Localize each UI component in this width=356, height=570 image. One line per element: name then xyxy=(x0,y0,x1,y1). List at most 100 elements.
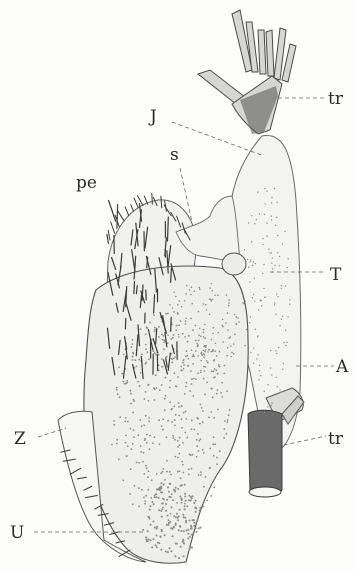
stipple-dot xyxy=(121,373,123,375)
stipple-dot xyxy=(131,343,133,345)
stipple-dot xyxy=(130,393,132,395)
stipple-dot xyxy=(233,353,235,355)
stipple-dot xyxy=(190,525,192,527)
stipple-dot xyxy=(171,506,173,508)
stipple-dot xyxy=(153,538,155,540)
stipple-dot xyxy=(147,351,149,353)
stipple-dot xyxy=(147,400,149,402)
stipple-dot xyxy=(175,296,177,298)
stipple-dot xyxy=(252,265,253,266)
stipple-dot xyxy=(277,252,278,253)
stipple-dot xyxy=(208,416,210,418)
stipple-dot xyxy=(188,495,190,497)
stipple-dot xyxy=(260,300,261,301)
stipple-dot xyxy=(126,455,128,457)
stipple-dot xyxy=(223,428,225,430)
stipple-dot xyxy=(229,409,231,411)
stipple-dot xyxy=(188,499,190,501)
stipple-dot xyxy=(158,509,160,511)
stipple-dot xyxy=(190,294,192,296)
stipple-dot xyxy=(163,340,165,342)
stipple-dot xyxy=(224,365,226,367)
stipple-dot xyxy=(163,341,165,343)
stipple-dot xyxy=(113,424,115,426)
stipple-dot xyxy=(214,350,216,352)
stipple-dot xyxy=(248,346,249,347)
stipple-dot xyxy=(200,438,202,440)
stipple-dot xyxy=(164,534,166,536)
stipple-dot xyxy=(148,384,150,386)
stipple-dot xyxy=(179,437,181,439)
stipple-dot xyxy=(156,535,158,537)
stipple-dot xyxy=(182,362,184,364)
stipple-dot xyxy=(257,335,258,336)
stipple-dot xyxy=(174,419,176,421)
stipple-dot xyxy=(221,396,223,398)
stipple-dot xyxy=(201,354,203,356)
stipple-dot xyxy=(253,294,254,295)
stipple-dot xyxy=(188,358,190,360)
stipple-dot xyxy=(162,471,164,473)
stipple-dot xyxy=(209,467,211,469)
stipple-dot xyxy=(171,409,173,411)
stipple-dot xyxy=(118,367,120,369)
stipple-dot xyxy=(279,389,280,390)
stipple-dot xyxy=(158,419,160,421)
stipple-dot xyxy=(214,376,216,378)
stipple-dot xyxy=(133,399,135,401)
stipple-dot xyxy=(168,522,170,524)
stipple-dot xyxy=(264,412,265,413)
stipple-dot xyxy=(185,411,187,413)
bristle xyxy=(152,193,153,204)
stipple-dot xyxy=(152,521,154,523)
stipple-dot xyxy=(138,505,140,507)
stipple-dot xyxy=(207,362,209,364)
stipple-dot xyxy=(140,451,142,453)
stipple-dot xyxy=(197,355,199,357)
stipple-dot xyxy=(169,547,171,549)
stipple-dot xyxy=(184,493,186,495)
stipple-dot xyxy=(201,352,203,354)
stipple-dot xyxy=(175,329,177,331)
stipple-dot xyxy=(132,412,134,414)
stipple-dot xyxy=(216,355,218,357)
bristle xyxy=(171,317,172,331)
stipple-dot xyxy=(254,278,255,279)
stipple-dot xyxy=(143,424,145,426)
stipple-dot xyxy=(256,219,257,220)
stipple-dot xyxy=(228,414,230,416)
stipple-dot xyxy=(259,370,260,371)
stipple-dot xyxy=(271,215,272,216)
stipple-dot xyxy=(271,262,272,263)
stipple-dot xyxy=(141,425,143,427)
stipple-dot xyxy=(168,519,170,521)
stipple-dot xyxy=(173,515,175,517)
stipple-dot xyxy=(248,222,249,223)
stipple-dot xyxy=(144,439,146,441)
stipple-dot xyxy=(196,439,198,441)
stipple-dot xyxy=(253,261,254,262)
stipple-dot xyxy=(230,356,232,358)
stipple-dot xyxy=(185,293,187,295)
stipple-dot xyxy=(180,530,182,532)
stipple-dot xyxy=(163,484,165,486)
stipple-dot xyxy=(164,409,166,411)
stipple-dot xyxy=(171,338,173,340)
stipple-dot xyxy=(165,503,167,505)
stipple-dot xyxy=(169,471,171,473)
stipple-dot xyxy=(148,470,150,472)
stipple-dot xyxy=(212,349,214,351)
stipple-dot xyxy=(234,314,236,316)
stipple-dot xyxy=(198,527,200,529)
label-tr-bottom: tr xyxy=(328,429,344,449)
stipple-dot xyxy=(209,448,211,450)
stipple-dot xyxy=(191,419,193,421)
stipple-dot xyxy=(158,497,160,499)
label-T: T xyxy=(330,265,342,285)
stipple-dot xyxy=(259,365,260,366)
stipple-dot xyxy=(172,535,174,537)
stipple-dot xyxy=(170,513,172,515)
stipple-dot xyxy=(154,329,156,331)
label-pe: pe xyxy=(76,173,97,193)
